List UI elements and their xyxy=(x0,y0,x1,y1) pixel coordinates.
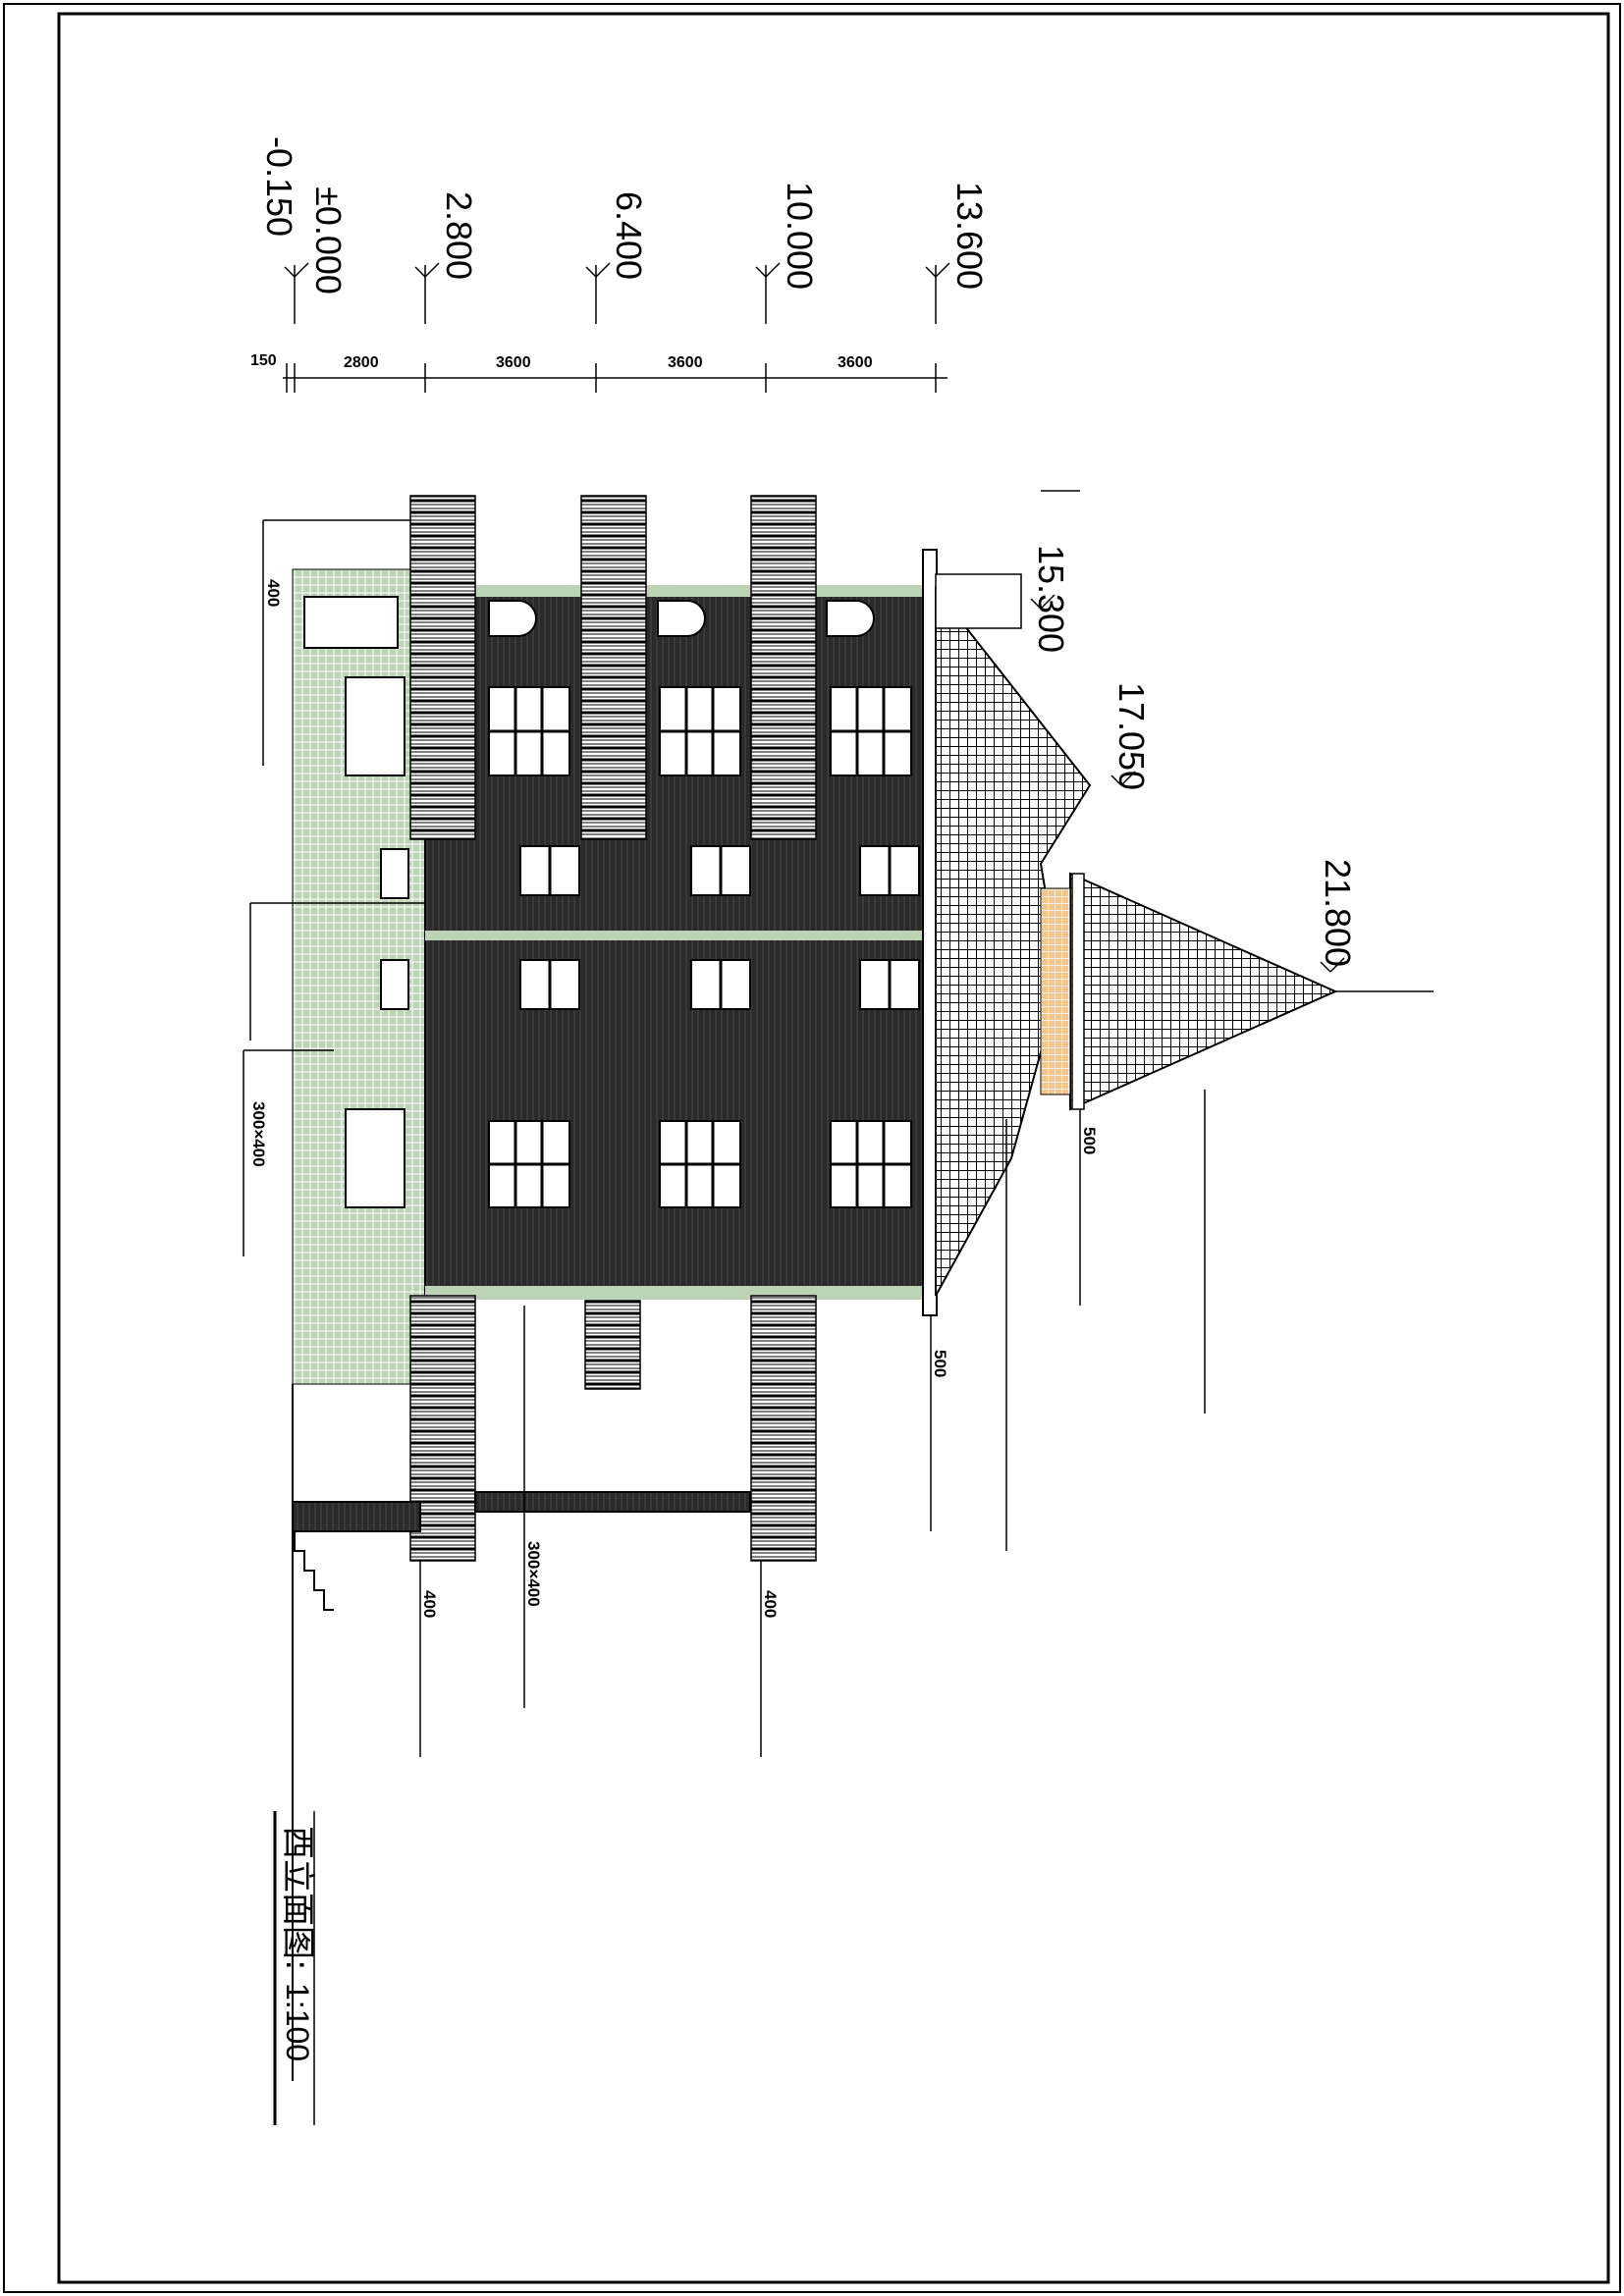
railings-top xyxy=(409,495,817,1562)
level-label: ±0.000 xyxy=(308,187,349,294)
dimension-labels: 150 2800 3600 3600 3600 xyxy=(250,352,873,371)
level-label: 17.050 xyxy=(1111,682,1152,790)
level-label: 21.800 xyxy=(1318,859,1358,967)
drawing-scale: 1:100 xyxy=(280,1983,315,2061)
dimension-label: 3600 xyxy=(668,354,703,371)
dimension-label: 3600 xyxy=(496,354,531,371)
drawing-title: 西立面图: xyxy=(278,1826,317,1970)
note-label: 300×400 xyxy=(524,1541,543,1607)
tower-spire xyxy=(1069,872,1338,1111)
note-labels: 400 300×400 300×400 400 400 500 500 xyxy=(249,579,1099,1618)
level-label: 10.000 xyxy=(780,182,820,290)
tower-drum xyxy=(1040,887,1071,1095)
side-green-band xyxy=(425,585,936,597)
window xyxy=(303,596,399,649)
window xyxy=(380,848,409,899)
outer-frame xyxy=(3,3,1621,2293)
inner-frame xyxy=(57,12,1610,2284)
ground-stair xyxy=(292,1384,751,2081)
level-lines xyxy=(284,262,1434,992)
level-label: 13.600 xyxy=(949,182,990,290)
arched-windows xyxy=(488,600,875,637)
level-label: 2.800 xyxy=(439,191,479,280)
level-label: 6.400 xyxy=(609,191,649,280)
note-label: 300×400 xyxy=(249,1101,268,1167)
window xyxy=(345,1108,406,1208)
floor-band xyxy=(425,931,936,940)
note-label: 400 xyxy=(264,579,283,607)
dimension-label: 150 xyxy=(250,352,277,369)
dimension-chain xyxy=(283,363,947,393)
level-label: -0.150 xyxy=(259,136,299,237)
note-label: 400 xyxy=(420,1590,439,1618)
side-green-band xyxy=(425,1286,936,1300)
title-block: 西立面图: 1:100 xyxy=(273,1811,317,2125)
tower-band xyxy=(1071,873,1085,1110)
cornice xyxy=(922,549,938,1316)
note-label: 500 xyxy=(1080,1127,1099,1154)
window xyxy=(380,959,409,1010)
note-label: 500 xyxy=(931,1350,949,1377)
level-label: 15.300 xyxy=(1031,545,1071,653)
window-mullions xyxy=(489,687,911,1207)
note-label: 400 xyxy=(761,1590,780,1618)
dimension-label: 2800 xyxy=(344,354,379,371)
dimension-label: 3600 xyxy=(838,354,873,371)
roof-eave xyxy=(935,573,1022,629)
level-labels: -0.150 ±0.000 2.800 6.400 10.000 13.600 … xyxy=(259,136,1358,967)
note-leaders xyxy=(243,519,1206,1757)
window xyxy=(345,676,406,776)
